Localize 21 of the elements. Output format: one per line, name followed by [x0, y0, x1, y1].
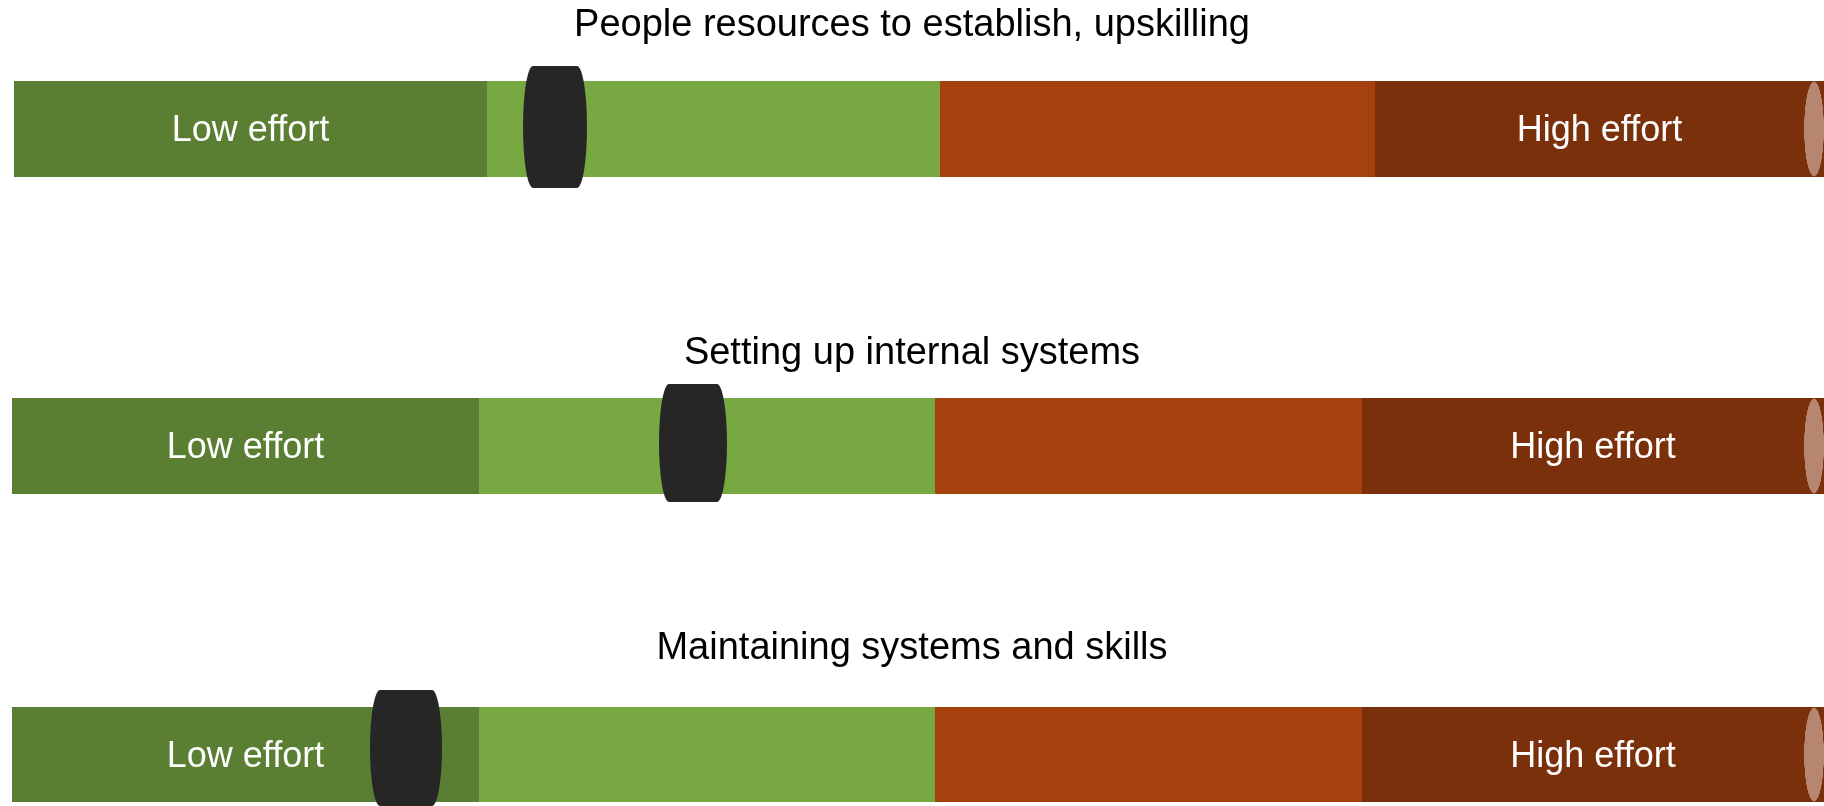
effort-label: High effort [1516, 108, 1683, 150]
effort-label: High effort [1510, 733, 1676, 776]
bar-segment [935, 398, 1362, 494]
effort-label: High effort [1510, 425, 1676, 467]
effort-label: Low effort [171, 108, 330, 150]
bar-segment [935, 707, 1362, 802]
effort-label: Low effort [166, 733, 325, 776]
effort-label: Low effort [166, 425, 325, 467]
scale-title: Setting up internal systems [683, 330, 1141, 373]
bar-segment [940, 81, 1375, 177]
slider-marker [370, 690, 442, 806]
slider-marker [659, 384, 727, 502]
bar-segment [14, 81, 487, 177]
bar-segment [12, 398, 479, 494]
bar-segment [1362, 707, 1824, 802]
bar-segment [479, 707, 935, 802]
scale-title: People resources to establish, upskilling [574, 2, 1250, 45]
scale-title: Maintaining systems and skills [656, 625, 1168, 668]
bar-segment [1362, 398, 1824, 494]
bar-segment [1375, 81, 1824, 177]
slider-marker [523, 66, 587, 188]
